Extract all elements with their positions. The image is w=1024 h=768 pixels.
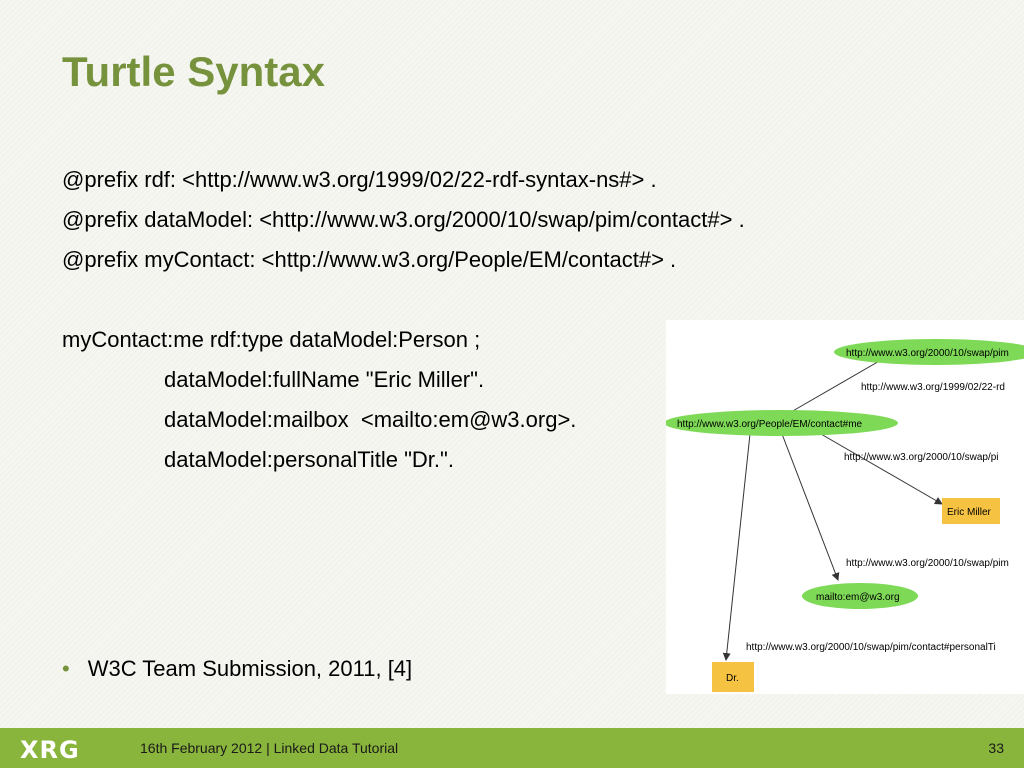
node-me-label: http://www.w3.org/People/EM/contact#me [677,419,863,430]
bullet-marker: • [62,656,70,681]
turtle-code-block: @prefix rdf: <http://www.w3.org/1999/02/… [62,160,745,480]
node-name-box [942,498,1000,524]
xrg-logo: XRG [20,736,80,764]
slide-title: Turtle Syntax [62,48,325,95]
bullet-text: W3C Team Submission, 2011, [4] [87,656,413,681]
footer-text: 16th February 2012 | Linked Data Tutoria… [140,740,399,756]
prefix-line-rdf: @prefix rdf: <http://www.w3.org/1999/02/… [62,167,657,192]
rdf-graph-svg: http://www.w3.org/1999/02/22-rd http://w… [666,339,1024,692]
node-person-ellipse [834,339,1024,365]
edge-mailbox [781,433,840,581]
edge-label-fullname: http://www.w3.org/2000/10/swap/pi [844,452,999,463]
rdf-graph-diagram: http://www.w3.org/1999/02/22-rd http://w… [666,320,1024,694]
prefix-line-datamodel: @prefix dataModel: <http://www.w3.org/20… [62,207,745,232]
blank-line [62,280,745,320]
node-title-box [712,662,754,692]
slide-footer: XRG 16th February 2012 | Linked Data Tut… [0,728,1024,768]
node-me-ellipse [666,410,898,436]
prefix-line-mycontact: @prefix myContact: <http://www.w3.org/Pe… [62,247,677,272]
page-number: 33 [988,740,1004,756]
node-person-label: http://www.w3.org/2000/10/swap/pim [846,348,1009,359]
statement-mailbox-line: dataModel:mailbox <mailto:em@w3.org>. [164,407,577,432]
bullet-item: • W3C Team Submission, 2011, [4] [62,656,412,682]
statement-subject-line: myContact:me rdf:type dataModel:Person ; [62,327,481,352]
statement-title-line: dataModel:personalTitle "Dr.". [164,447,454,472]
edge-fullname [813,429,943,505]
edge-label-mailbox: http://www.w3.org/2000/10/swap/pim [846,558,1009,569]
edge-personaltitle [722,433,751,661]
edge-label-type: http://www.w3.org/1999/02/22-rd [861,382,1005,393]
statement-fullname-line: dataModel:fullName "Eric Miller". [164,367,485,392]
edge-label-personaltitle: http://www.w3.org/2000/10/swap/pim/conta… [746,642,996,653]
node-mail-label: mailto:em@w3.org [816,592,900,603]
edge-type [790,355,889,413]
node-title-label: Dr. [726,673,739,684]
node-mail-ellipse [802,583,918,609]
node-name-label: Eric Miller [947,507,992,518]
